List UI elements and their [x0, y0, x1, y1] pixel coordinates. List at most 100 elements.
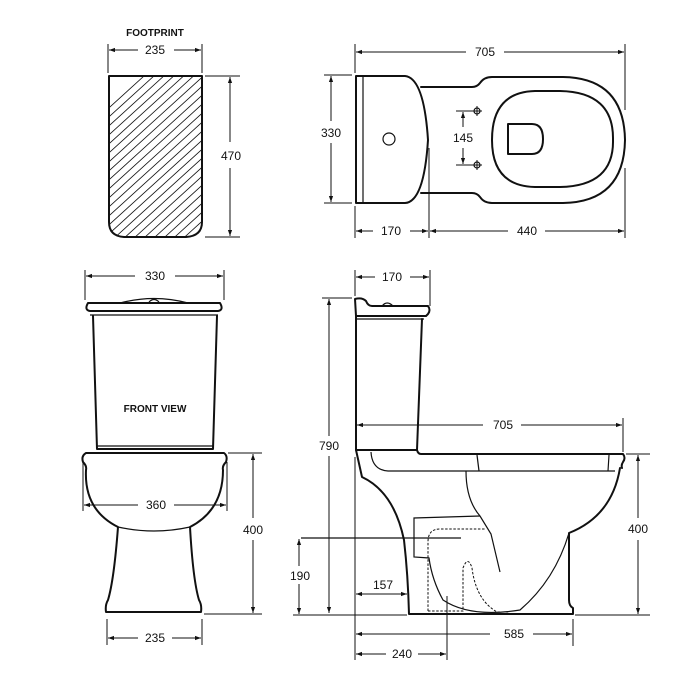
- front-cistern-lid: [85, 302, 223, 312]
- dim-front-pan-height: 400: [204, 452, 263, 615]
- fixing-hole-bottom-icon: [472, 160, 482, 170]
- dim-label: 235: [145, 631, 165, 645]
- dim-front-cistern-width: 330: [84, 269, 225, 300]
- dim-top-fixing-spacing: 145: [453, 110, 473, 166]
- hatch-line: [109, 105, 202, 207]
- dim-top-total-length: 705: [354, 44, 626, 110]
- dim-top-pan-length: 440: [430, 168, 626, 238]
- dim-side-total-height: 790: [319, 297, 352, 613]
- hatch-line: [109, 76, 202, 144]
- hatch-line: [109, 186, 202, 237]
- top-cistern-outline: [355, 75, 429, 204]
- side-cistern-lid: [354, 297, 431, 317]
- dim-front-pan-width: 360: [82, 462, 228, 512]
- hatch-line: [109, 195, 202, 237]
- dim-label: 400: [628, 522, 648, 536]
- hatch-line: [109, 76, 202, 126]
- dim-label: 330: [145, 269, 165, 283]
- hatch-line: [100, 313, 210, 413]
- hatch-line: [109, 114, 202, 216]
- dim-label: 240: [392, 647, 412, 661]
- hatch-line: [109, 78, 202, 180]
- dim-label: 705: [475, 45, 495, 59]
- dim-label: 585: [504, 627, 524, 641]
- side-view: 170 790 705 400 190: [290, 270, 650, 661]
- hatch-line: [100, 286, 210, 386]
- front-lid-crown: [119, 297, 189, 304]
- hatch-line: [109, 159, 202, 237]
- flush-button-icon: [148, 298, 160, 303]
- dim-label: 470: [221, 149, 241, 163]
- side-seat-hinge: [476, 454, 480, 472]
- hatch-line: [109, 141, 202, 237]
- front-pan-outline: [81, 452, 228, 613]
- footprint-title: FOOTPRINT: [126, 28, 184, 39]
- side-outlet-hidden: [427, 528, 510, 613]
- hatch-line: [100, 277, 210, 377]
- hatch-line: [109, 96, 202, 198]
- side-cistern-body: [355, 315, 423, 451]
- dim-top-width: 330: [321, 74, 352, 204]
- hatch-line: [109, 177, 202, 237]
- hatch-line: [109, 76, 202, 162]
- flush-button-icon: [381, 302, 394, 307]
- dim-label: 157: [373, 578, 393, 592]
- dim-side-total-length: 705: [357, 418, 624, 452]
- hatch-line: [109, 168, 202, 237]
- side-trap-front: [465, 470, 501, 573]
- side-pan-outline: [355, 449, 621, 615]
- dim-label: 790: [319, 439, 339, 453]
- dim-side-base-length: 585: [356, 619, 574, 646]
- flush-button-icon: [382, 132, 396, 146]
- hatch-line: [109, 204, 202, 237]
- top-seat-opening: [491, 90, 615, 188]
- hatch-line: [100, 331, 210, 431]
- dim-side-wall-to-base: 157: [354, 457, 407, 660]
- dim-side-cistern-depth: 170: [354, 270, 431, 306]
- footprint-view: FOOTPRINT 235 470: [100, 28, 241, 431]
- hatch-line: [109, 76, 202, 171]
- dim-top-cistern-depth: 170: [354, 148, 430, 238]
- hatch-line: [100, 304, 210, 404]
- dim-side-set-out: 240: [356, 596, 448, 661]
- hatch-line: [109, 76, 202, 117]
- front-view: FRONT VIEW 330 360 400: [81, 269, 263, 645]
- dim-front-base-width: 235: [106, 619, 203, 645]
- side-seat-line: [370, 451, 615, 472]
- dim-label: 360: [146, 498, 166, 512]
- dim-footprint-depth: 470: [205, 75, 241, 238]
- top-pan-outline: [420, 76, 626, 204]
- side-trap-bowl: [413, 515, 570, 614]
- hatch-line: [100, 268, 210, 368]
- top-view: 705 330 145 170: [321, 44, 626, 238]
- hatch-line: [109, 132, 202, 234]
- hatch-line: [109, 76, 202, 153]
- side-pan-rim: [416, 449, 626, 469]
- front-pan-waist: [117, 526, 191, 532]
- side-seat-front: [607, 454, 610, 472]
- hatch-line: [109, 150, 202, 237]
- dim-label: 440: [517, 224, 537, 238]
- dim-label: 235: [145, 43, 165, 57]
- hatch-line: [100, 241, 210, 341]
- dim-label: 330: [321, 126, 341, 140]
- dim-label: 190: [290, 569, 310, 583]
- dim-label: 170: [382, 270, 402, 284]
- dim-label: 400: [243, 523, 263, 537]
- front-cistern-body: [92, 315, 218, 450]
- hatch-line: [109, 123, 202, 225]
- dim-footprint-width: 235: [107, 43, 203, 73]
- hatch-line: [109, 213, 202, 237]
- footprint-outline: [108, 75, 203, 238]
- dim-label: 170: [381, 224, 401, 238]
- front-view-title: FRONT VIEW: [124, 404, 187, 415]
- footprint-hatching: [100, 76, 210, 431]
- hatch-line: [109, 87, 202, 189]
- hatch-line: [109, 76, 202, 135]
- dim-label: 145: [453, 131, 473, 145]
- fixing-hole-top-icon: [472, 106, 482, 116]
- top-bowl-outlet: [507, 123, 544, 155]
- dim-label: 705: [493, 418, 513, 432]
- dim-side-outlet-height: 190: [290, 539, 310, 614]
